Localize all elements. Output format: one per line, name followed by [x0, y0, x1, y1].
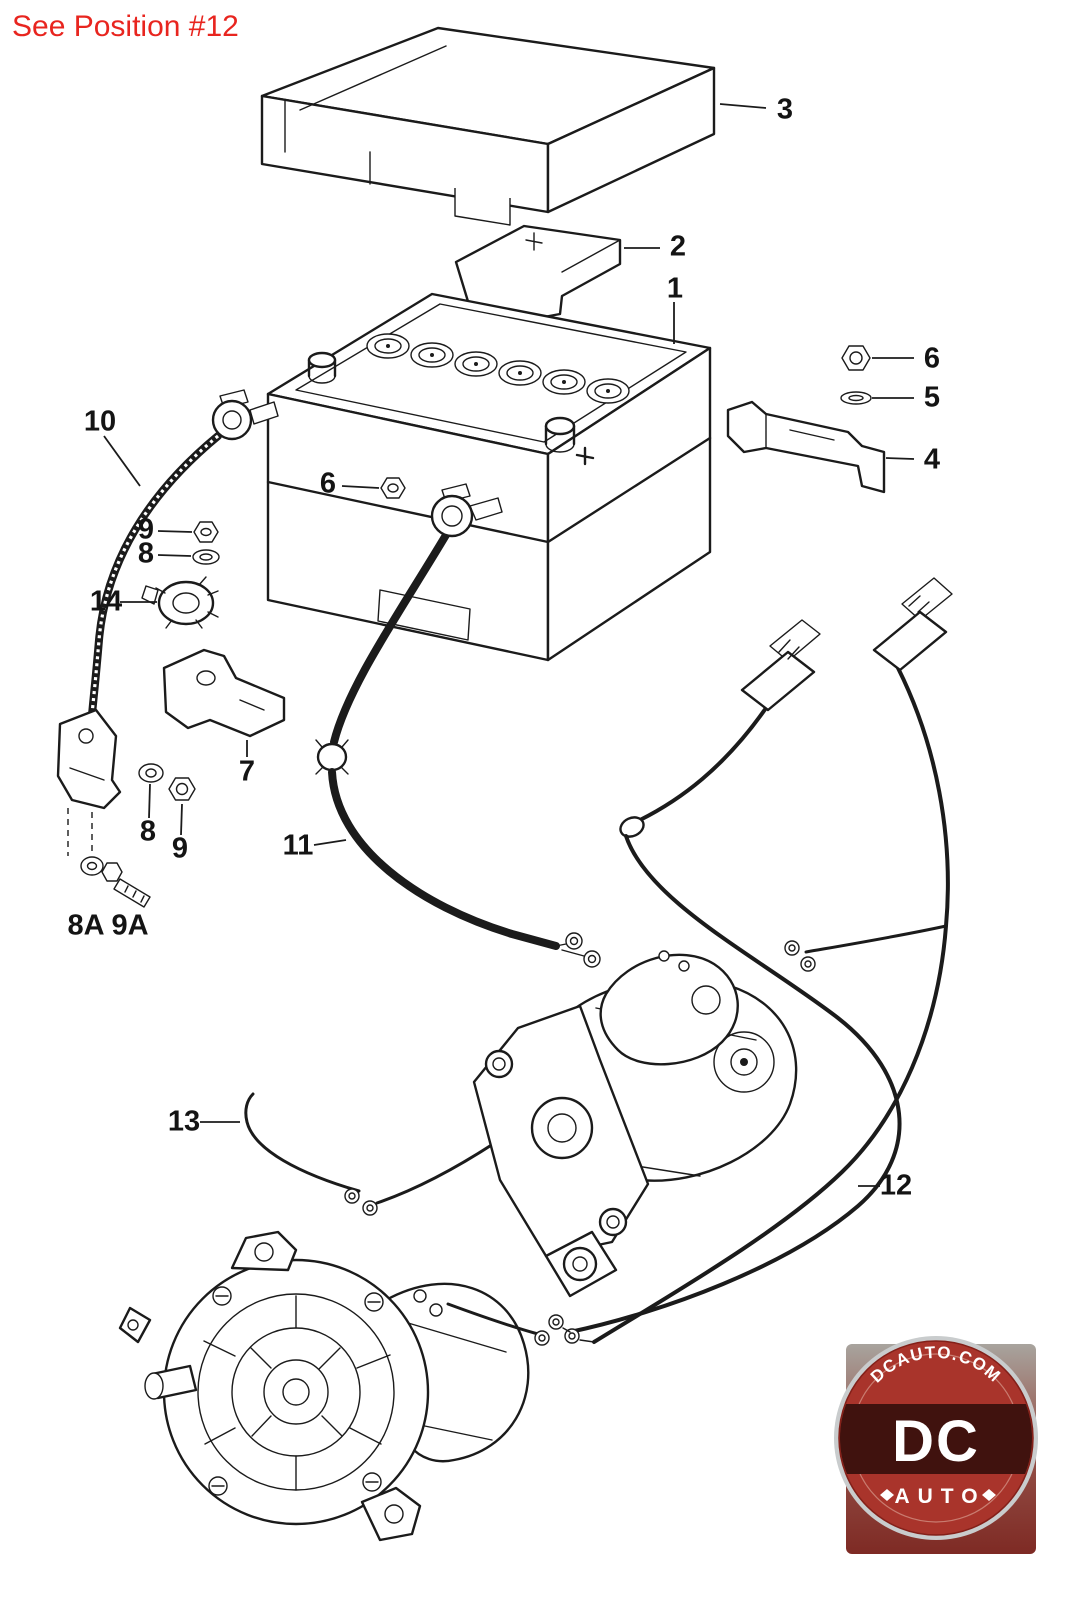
logo-sub-text: AUTO [894, 1485, 985, 1508]
nut-part9-lower [168, 777, 196, 801]
logo-main-text: DC [892, 1409, 980, 1474]
ground-strap [56, 708, 122, 856]
harness-connector-a [740, 619, 821, 712]
positive-cable-part11 [315, 483, 601, 968]
battery-terminal-posts [307, 351, 595, 466]
clamp-part4 [726, 400, 886, 494]
bolt-part9A [101, 862, 151, 908]
logo-left-diamond-icon [880, 1489, 894, 1501]
logo-band [840, 1404, 1032, 1474]
alternator-screws [208, 1286, 384, 1496]
logo-right-diamond-icon [982, 1489, 996, 1501]
leader-lines [103, 103, 915, 1187]
nut-part6-right [841, 345, 871, 371]
starter-motor [472, 950, 798, 1298]
washer-part8-upper [192, 549, 220, 565]
battery-part1 [266, 292, 712, 662]
ground-cable-part10 [56, 389, 279, 856]
washer-part8A [80, 856, 104, 876]
dcauto-logo: DCAUTO.COM DC AUTO [834, 1336, 1038, 1554]
grommet-part14 [141, 576, 219, 629]
battery-cell-caps [366, 333, 630, 404]
harness-connector-b [872, 577, 953, 672]
nut-part9-upper [193, 521, 219, 543]
harness-end-terminals [446, 1302, 595, 1346]
battery-cover-part3 [260, 26, 716, 226]
battery-nut-6 [380, 477, 406, 499]
bracket-part7 [162, 648, 286, 738]
alternator [118, 1230, 530, 1542]
washer-part5 [840, 391, 872, 405]
washer-part8-lower [138, 763, 164, 783]
see-position-note: See Position #12 [12, 10, 239, 43]
harness-part12 [568, 577, 953, 1344]
